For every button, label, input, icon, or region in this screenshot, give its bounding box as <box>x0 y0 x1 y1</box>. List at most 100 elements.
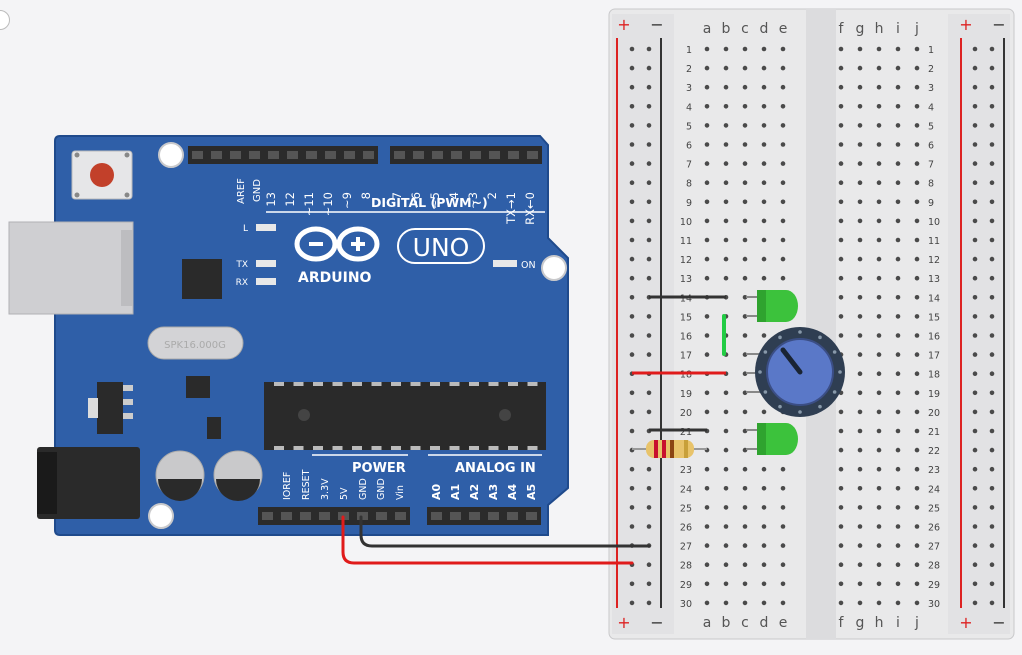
pot-tick <box>758 370 762 374</box>
chip-pin-top <box>391 382 401 386</box>
digital-header-right <box>390 146 542 164</box>
rail-hole <box>629 237 635 243</box>
hole <box>876 505 882 510</box>
hole <box>895 524 901 529</box>
power-pin-label: 3.3V <box>320 478 331 500</box>
row-number-left: 27 <box>680 542 692 553</box>
hole <box>914 142 920 147</box>
brand-label: ARDUINO <box>298 270 372 286</box>
row-number-right: 19 <box>928 389 940 400</box>
header-pin <box>451 151 462 159</box>
rail-hole <box>989 218 995 224</box>
rail-hole <box>989 524 995 529</box>
column-letter-h-bottom: h <box>875 615 884 631</box>
hole <box>780 256 786 262</box>
rail-hole <box>972 543 978 548</box>
power-pin-label: Vin <box>395 485 406 500</box>
rail-hole <box>972 466 978 472</box>
hole <box>914 218 920 224</box>
hole <box>704 600 710 606</box>
rail-hole <box>989 581 995 587</box>
hole <box>895 237 901 243</box>
hole <box>876 256 882 262</box>
hole <box>914 409 920 415</box>
row-number-left: 28 <box>680 561 692 572</box>
digital-pin-label: ~9 <box>340 192 354 209</box>
digital-pin-label: 13 <box>264 192 278 207</box>
hole <box>742 237 748 243</box>
hole <box>914 447 920 453</box>
analog-pin-label: A3 <box>487 484 500 500</box>
hole <box>857 505 863 510</box>
hole <box>704 524 710 529</box>
hole <box>723 486 729 491</box>
rail-hole <box>972 275 978 281</box>
rail-hole <box>629 409 635 415</box>
hole <box>704 581 710 587</box>
hole <box>742 104 748 109</box>
row-number-right: 16 <box>928 332 940 343</box>
hole <box>895 218 901 224</box>
row-number-left: 10 <box>680 217 692 228</box>
hole <box>838 447 844 453</box>
hole <box>742 524 748 529</box>
hole <box>780 199 786 205</box>
pot-tick <box>832 390 837 394</box>
rail-hole <box>646 486 652 491</box>
row-number-right: 23 <box>928 465 940 476</box>
wire-gnd-black <box>359 515 651 548</box>
hole <box>704 333 710 338</box>
digital-pin-label: RX←0 <box>523 192 537 225</box>
hole <box>761 505 767 510</box>
hole <box>857 295 863 300</box>
rail-hole <box>646 180 652 185</box>
hole <box>761 65 767 71</box>
rail-hole <box>646 84 652 90</box>
hole <box>838 505 844 510</box>
wire-5v-red <box>341 515 634 565</box>
hole <box>857 46 863 52</box>
hole <box>857 314 863 319</box>
column-letter-f-top: f <box>839 21 845 37</box>
hole <box>876 123 882 128</box>
analog-pin-label: A0 <box>430 483 443 500</box>
hole <box>876 199 882 205</box>
header-pin <box>268 151 279 159</box>
rail-hole <box>972 161 978 166</box>
rail-hole <box>972 314 978 319</box>
hole <box>761 486 767 491</box>
rail-hole <box>629 333 635 338</box>
rail-hole <box>972 486 978 491</box>
hole <box>914 199 920 205</box>
hole <box>876 581 882 587</box>
rail-hole <box>629 161 635 166</box>
hole <box>838 409 844 415</box>
digital-pin-label: 4 <box>447 192 461 199</box>
rail-hole <box>629 123 635 128</box>
rail-hole <box>629 295 635 300</box>
header-pin <box>262 512 273 520</box>
reset-button[interactable] <box>90 163 114 187</box>
row-number-left: 12 <box>680 255 692 266</box>
hole <box>761 84 767 90</box>
button-corner <box>124 152 130 158</box>
rail-minus-left-top: − <box>650 15 663 34</box>
hole <box>838 218 844 224</box>
hole <box>780 180 786 185</box>
rail-hole <box>989 486 995 491</box>
hole <box>723 84 729 90</box>
rail-hole <box>646 581 652 587</box>
rail-hole <box>646 256 652 262</box>
potentiometer <box>746 327 845 417</box>
rail-hole <box>646 199 652 205</box>
hole <box>761 46 767 52</box>
hole <box>838 314 844 319</box>
hole <box>914 161 920 166</box>
hole <box>761 524 767 529</box>
header-pin <box>395 512 406 520</box>
hole <box>723 543 729 548</box>
rail-hole <box>629 581 635 587</box>
hole <box>895 352 901 357</box>
hole <box>838 256 844 262</box>
hole <box>857 581 863 587</box>
